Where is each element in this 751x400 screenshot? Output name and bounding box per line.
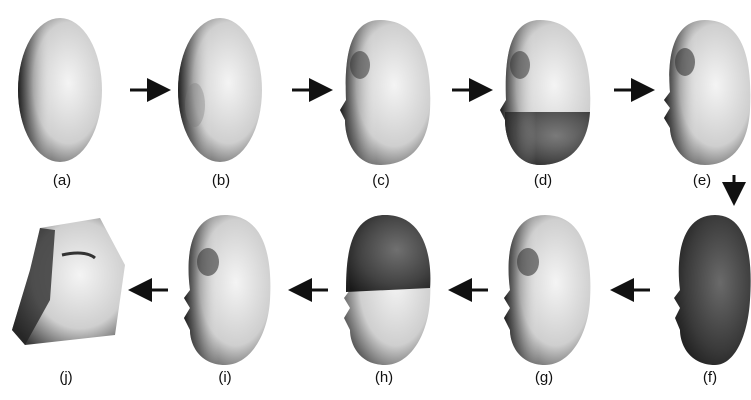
panel-b-shape — [178, 18, 262, 162]
panel-h-shape — [344, 215, 430, 365]
panel-f-shape — [674, 215, 751, 365]
panel-a-shape — [18, 18, 102, 162]
panel-label-j: (j) — [46, 369, 86, 386]
panel-e-shape — [664, 20, 750, 165]
panel-d-shape — [500, 20, 590, 165]
panel-label-b: (b) — [201, 172, 241, 189]
panel-label-g: (g) — [524, 369, 564, 386]
panel-label-a: (a) — [42, 172, 82, 189]
panel-label-c: (c) — [361, 172, 401, 189]
panel-label-h: (h) — [364, 369, 404, 386]
panel-i-shape — [184, 215, 270, 365]
panel-label-f: (f) — [690, 369, 730, 386]
panel-c-shape — [340, 20, 430, 165]
panel-label-e: (e) — [682, 172, 722, 189]
panel-j-shape — [12, 218, 125, 345]
panel-label-i: (i) — [205, 369, 245, 386]
panel-g-shape — [504, 215, 590, 365]
panel-label-d: (d) — [523, 172, 563, 189]
